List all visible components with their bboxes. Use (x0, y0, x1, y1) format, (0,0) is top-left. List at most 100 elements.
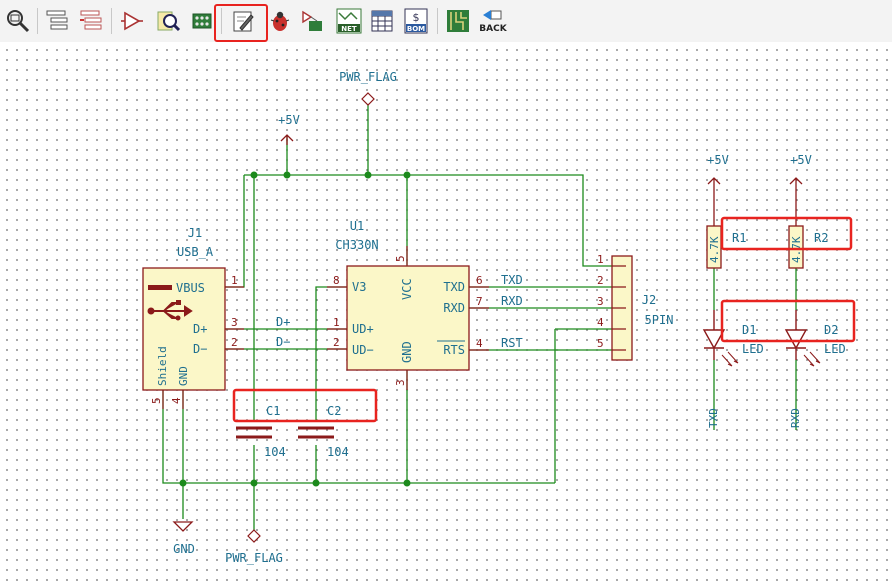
highlight-leds (720, 299, 856, 343)
power-5v-r1[interactable]: +5V (707, 153, 729, 226)
bom-table-icon[interactable] (368, 6, 396, 36)
junctions (179, 171, 411, 487)
highlight-annotate (214, 4, 268, 42)
u1-pin-rts: RTS (443, 343, 465, 357)
u1-value: CH330N (335, 238, 378, 252)
j1-num-1: 1 (231, 274, 238, 287)
component-c2[interactable]: C2 104 (298, 404, 349, 459)
back-icon (483, 10, 502, 20)
pwr-flag-bottom-label: PWR_FLAG (225, 551, 283, 565)
svg-text:$: $ (413, 11, 420, 24)
back-button[interactable]: BACK (478, 6, 508, 36)
u1-num-5: 5 (394, 255, 407, 262)
u1-pin-gnd: GND (400, 341, 414, 363)
pwr-flag-top-label: PWR_FLAG (339, 70, 397, 84)
pwr-flag-top[interactable]: PWR_FLAG (339, 70, 397, 106)
j1-pin-gnd: GND (177, 366, 190, 386)
hierarchy-nav-icon[interactable] (77, 6, 105, 36)
highlight-capacitors (232, 388, 378, 423)
j1-pin-dp: D+ (193, 322, 207, 336)
j2-ref: J2 (642, 293, 656, 307)
j2-num-4: 4 (597, 316, 604, 329)
bom-icon[interactable]: $BOM (402, 6, 430, 36)
c2-value: 104 (327, 445, 349, 459)
netlist-icon[interactable]: NET (335, 6, 363, 36)
component-r2[interactable]: 4.7K R2 (788, 225, 828, 269)
r1-value: 4.7K (708, 236, 721, 263)
net-dp-label: D+ (276, 315, 290, 329)
component-d2[interactable]: D2 LED RXD (784, 310, 846, 428)
c1-value: 104 (264, 445, 286, 459)
j2-num-2: 2 (597, 274, 604, 287)
j1-pin-shield: Shield (156, 346, 169, 386)
zoom-fit-icon[interactable] (4, 6, 32, 36)
symbol-editor-icon[interactable] (118, 6, 146, 36)
j1-value: USB_A (177, 245, 214, 259)
c1-ref: C1 (266, 404, 280, 418)
bom-label: BOM (407, 25, 425, 33)
j1-num-2: 2 (231, 336, 238, 349)
power-5v-r2-label: +5V (790, 153, 812, 167)
j2-value: 5PIN (645, 313, 674, 327)
schematic-canvas[interactable]: PWR_FLAG PWR_FLAG +5V +5V +5V GND J1 USB… (0, 42, 892, 582)
u1-pin-v3: V3 (352, 280, 366, 294)
net-rxd-label: RXD (501, 294, 523, 308)
net-labels: D+ D− TXD RXD RST (276, 273, 523, 350)
u1-pin-vcc: VCC (400, 278, 414, 300)
u1-num-8: 8 (333, 274, 340, 287)
power-5v-main-label: +5V (278, 113, 300, 127)
d2-net-label: RXD (789, 408, 802, 428)
component-d1[interactable]: D1 LED TXD (702, 310, 764, 428)
u1-pin-udp: UD+ (352, 322, 374, 336)
net-rst-label: RST (501, 336, 523, 350)
d1-ref: D1 (742, 323, 756, 337)
gnd-symbol[interactable]: GND (172, 521, 195, 556)
j2-num-5: 5 (597, 337, 604, 350)
footprint-assign-icon[interactable] (298, 6, 326, 36)
u1-num-2: 2 (333, 336, 340, 349)
r2-ref: R2 (814, 231, 828, 245)
netlist-label: NET (341, 25, 357, 33)
u1-ref: U1 (350, 219, 364, 233)
pwr-flag-bottom[interactable]: PWR_FLAG (225, 529, 283, 565)
library-browser-icon[interactable] (154, 6, 182, 36)
j2-num-3: 3 (597, 295, 604, 308)
component-r1[interactable]: 4.7K R1 (706, 225, 746, 269)
d1-value: LED (742, 342, 764, 356)
power-5v-r1-label: +5V (707, 153, 729, 167)
component-u1[interactable]: U1 CH330N V3 UD+ UD− TXD RXD RTS VCC GND… (327, 219, 489, 390)
u1-num-3: 3 (394, 379, 407, 386)
highlight-resistors (720, 216, 853, 251)
d1-net-label: TXD (707, 408, 720, 428)
net-dm-label: D− (276, 335, 290, 349)
d2-value: LED (824, 342, 846, 356)
u1-pin-txd: TXD (443, 280, 465, 294)
power-5v-main[interactable]: +5V (278, 113, 300, 145)
j1-num-5: 5 (150, 397, 163, 404)
component-j2[interactable]: J2 5PIN 1 2 3 4 5 (597, 253, 674, 361)
wires (162, 100, 797, 530)
j1-num-3: 3 (231, 316, 238, 329)
footprint-editor-icon[interactable] (188, 6, 216, 36)
u1-num-4: 4 (476, 337, 483, 350)
j1-pin-vbus: VBUS (176, 281, 205, 295)
d2-ref: D2 (824, 323, 838, 337)
erc-icon[interactable] (266, 6, 294, 36)
j1-pin-dm: D− (193, 342, 207, 356)
u1-pin-rxd: RXD (443, 301, 465, 315)
u1-num-7: 7 (476, 295, 483, 308)
j2-num-1: 1 (597, 253, 604, 266)
back-label: BACK (479, 24, 507, 34)
r1-ref: R1 (732, 231, 746, 245)
power-5v-r2[interactable]: +5V (789, 153, 812, 226)
hierarchy-icon[interactable] (43, 6, 71, 36)
highlight-boxes (232, 216, 856, 423)
pcbnew-icon[interactable] (444, 6, 472, 36)
component-c1[interactable]: C1 104 (236, 404, 286, 459)
c2-ref: C2 (327, 404, 341, 418)
component-j1[interactable]: J1 USB_A VBUS D+ D− Shield GND 1 3 2 5 4 (142, 226, 244, 409)
j1-ref: J1 (188, 226, 202, 240)
u1-pin-udm: UD− (352, 343, 374, 357)
gnd-label: GND (173, 542, 195, 556)
annotate-icon[interactable] (229, 6, 257, 36)
